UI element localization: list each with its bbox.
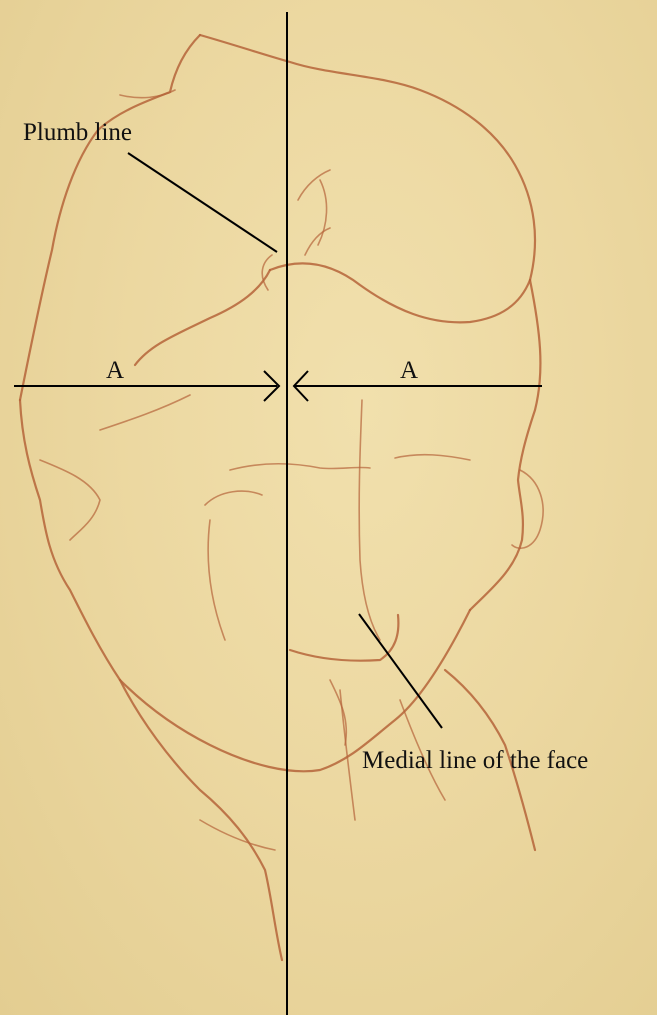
brow-line <box>230 464 370 470</box>
hair-strand <box>305 228 330 255</box>
ear-right <box>512 470 543 548</box>
hair-outline-left <box>20 35 200 400</box>
collar-fold <box>200 820 275 850</box>
annotations <box>14 12 542 1015</box>
hair-outline <box>200 35 535 280</box>
eye-left <box>205 491 262 505</box>
ear-left <box>40 460 100 540</box>
hair-strand <box>262 255 272 290</box>
plumb-line-label: Plumb line <box>23 120 132 145</box>
brow-line-right <box>395 455 470 460</box>
distance-a-left-label: A <box>106 358 124 383</box>
nose-line <box>359 400 380 640</box>
cheek-left <box>100 395 190 430</box>
neck-line <box>340 690 355 820</box>
hair-strand <box>120 90 175 98</box>
chin-contour <box>330 680 346 745</box>
medial-line-pointer <box>359 614 442 728</box>
head-sketch <box>20 35 543 960</box>
head-right-contour <box>470 280 540 610</box>
hairline-curve <box>270 263 530 322</box>
medial-line-label: Medial line of the face <box>362 748 588 773</box>
plumb-line-pointer <box>128 153 277 252</box>
hairline-left <box>135 270 270 365</box>
distance-a-right-label: A <box>400 358 418 383</box>
mouth-chin <box>290 615 398 661</box>
cheek-contour <box>208 520 225 640</box>
